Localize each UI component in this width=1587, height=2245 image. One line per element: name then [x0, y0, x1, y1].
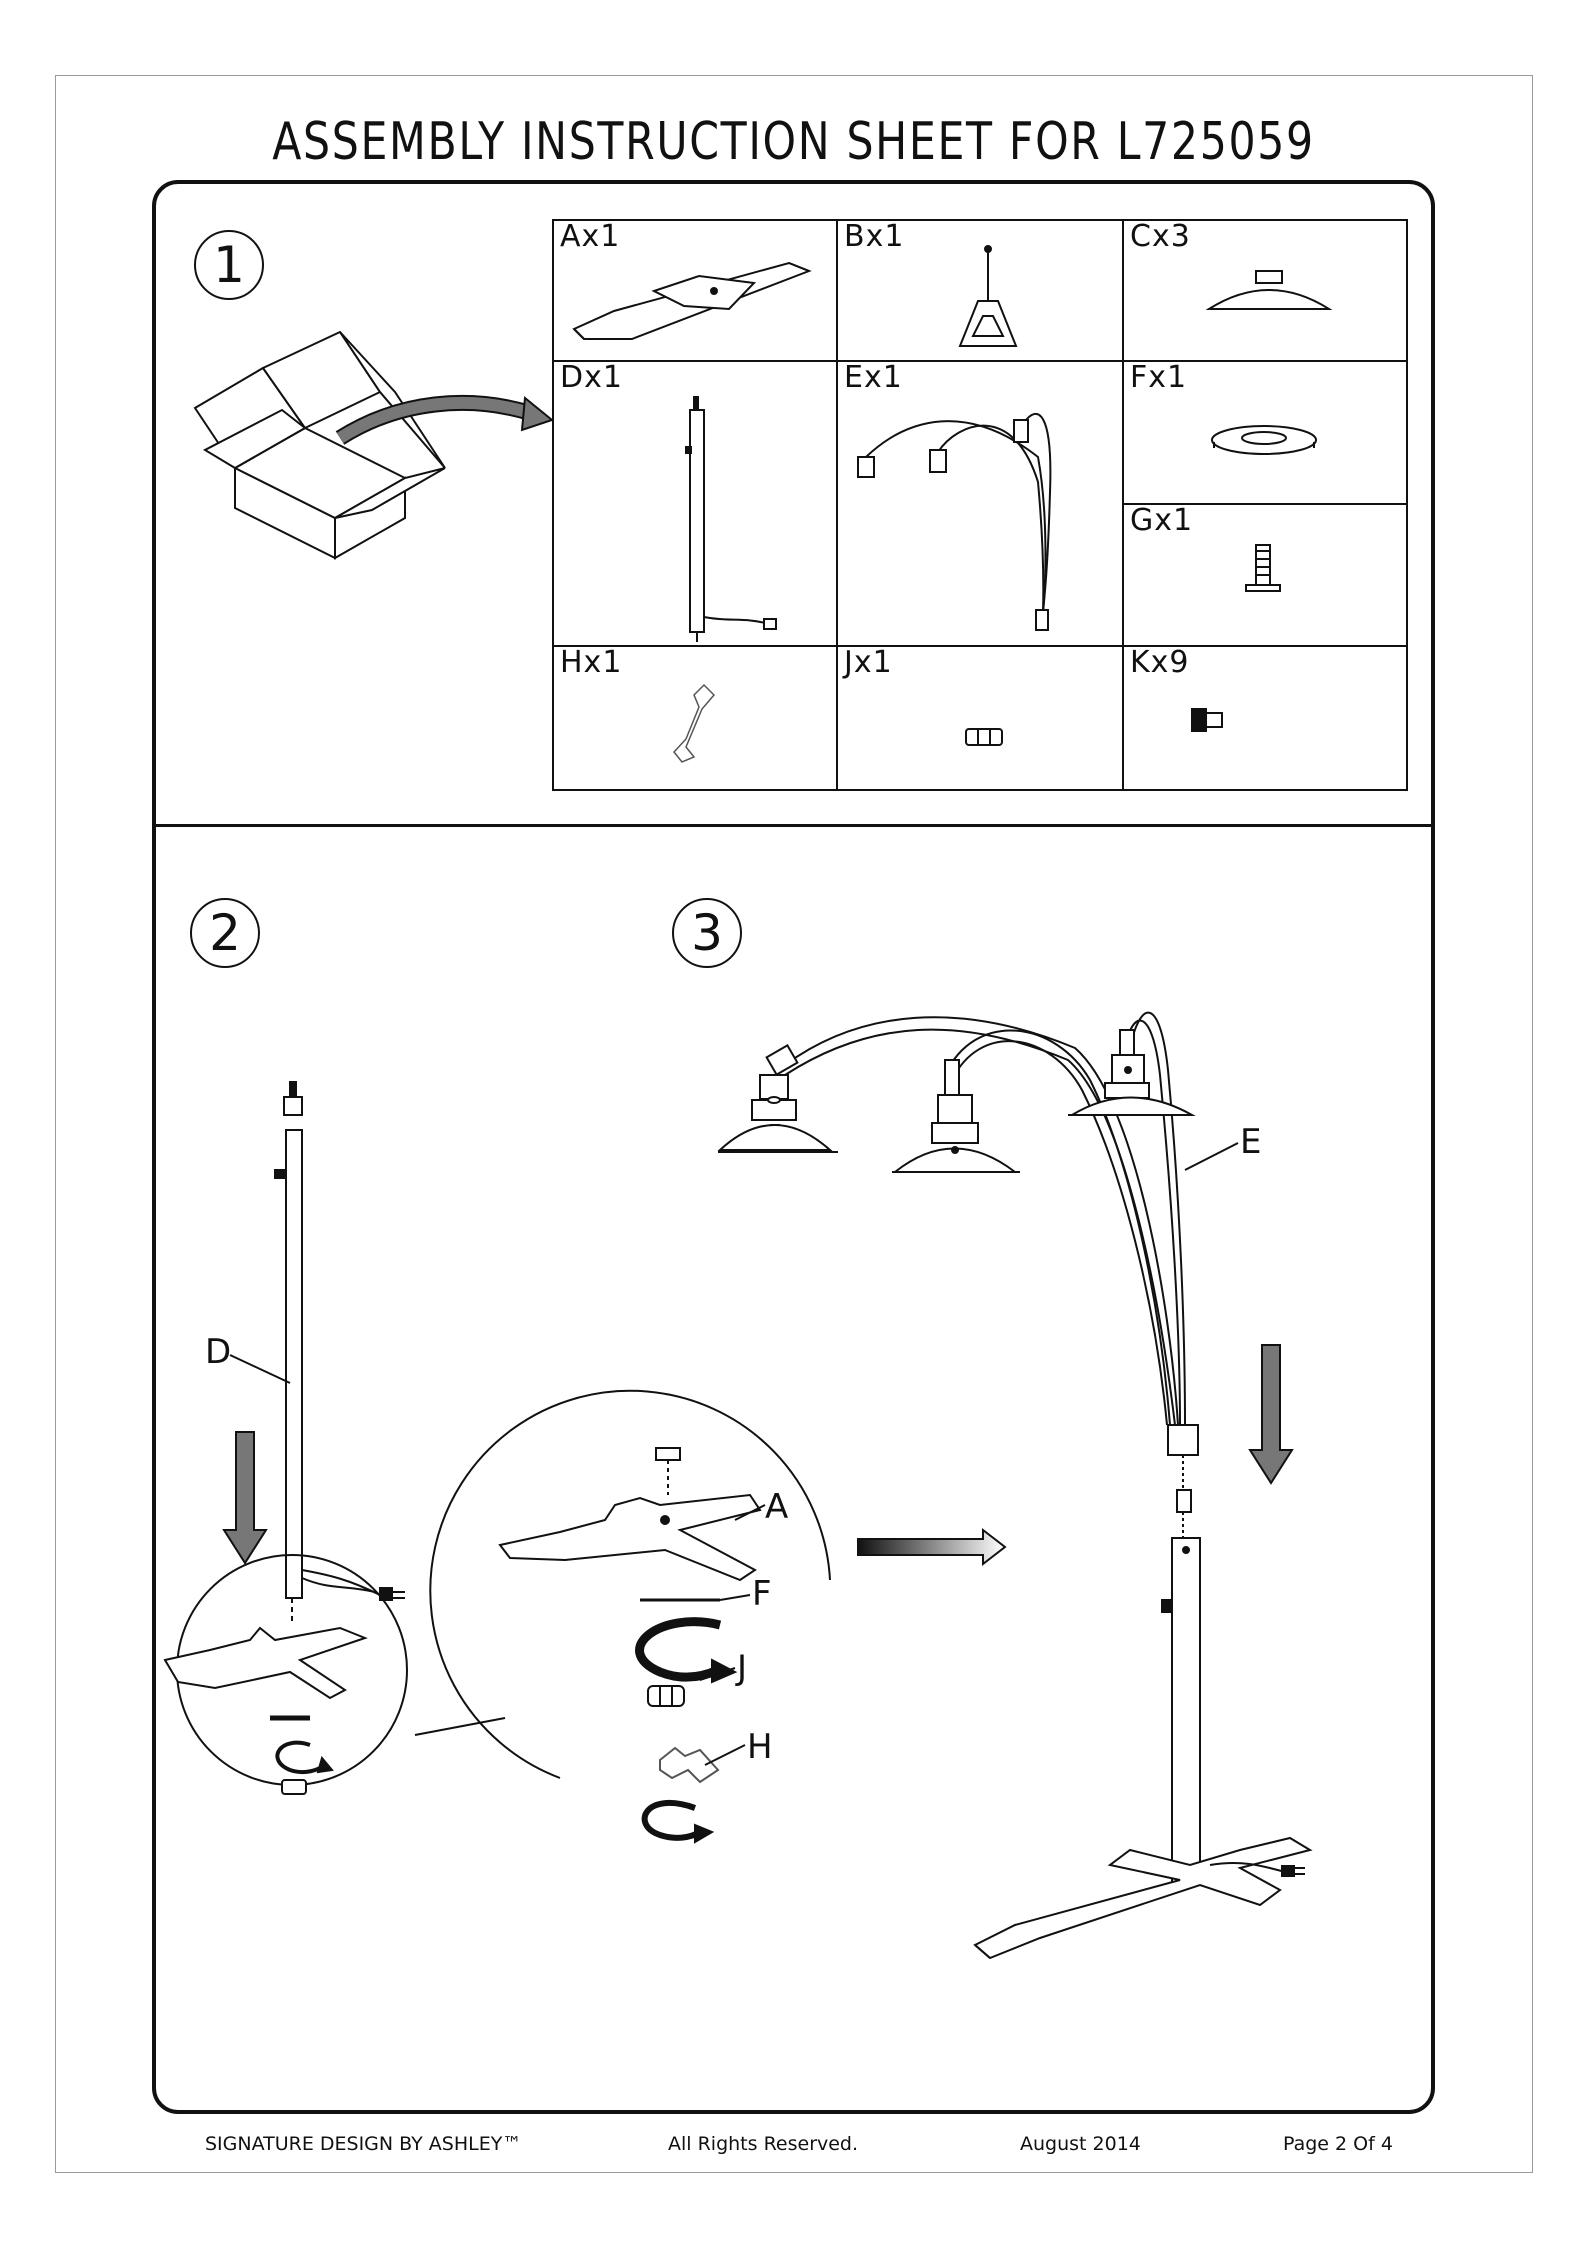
- callout-f-label: F: [752, 1574, 772, 1614]
- callout-h-label: H: [747, 1727, 773, 1767]
- footer-rights: All Rights Reserved.: [668, 2133, 858, 2155]
- callout-d-label: D: [205, 1332, 231, 1372]
- footer-date: August 2014: [1020, 2133, 1141, 2155]
- callout-j-label: J: [737, 1648, 747, 1688]
- footer-page: Page 2 Of 4: [1283, 2133, 1393, 2155]
- callout-e-label: E: [1240, 1122, 1261, 1162]
- callout-a-label: A: [765, 1487, 788, 1527]
- footer-brand: SIGNATURE DESIGN BY ASHLEY™: [205, 2133, 521, 2155]
